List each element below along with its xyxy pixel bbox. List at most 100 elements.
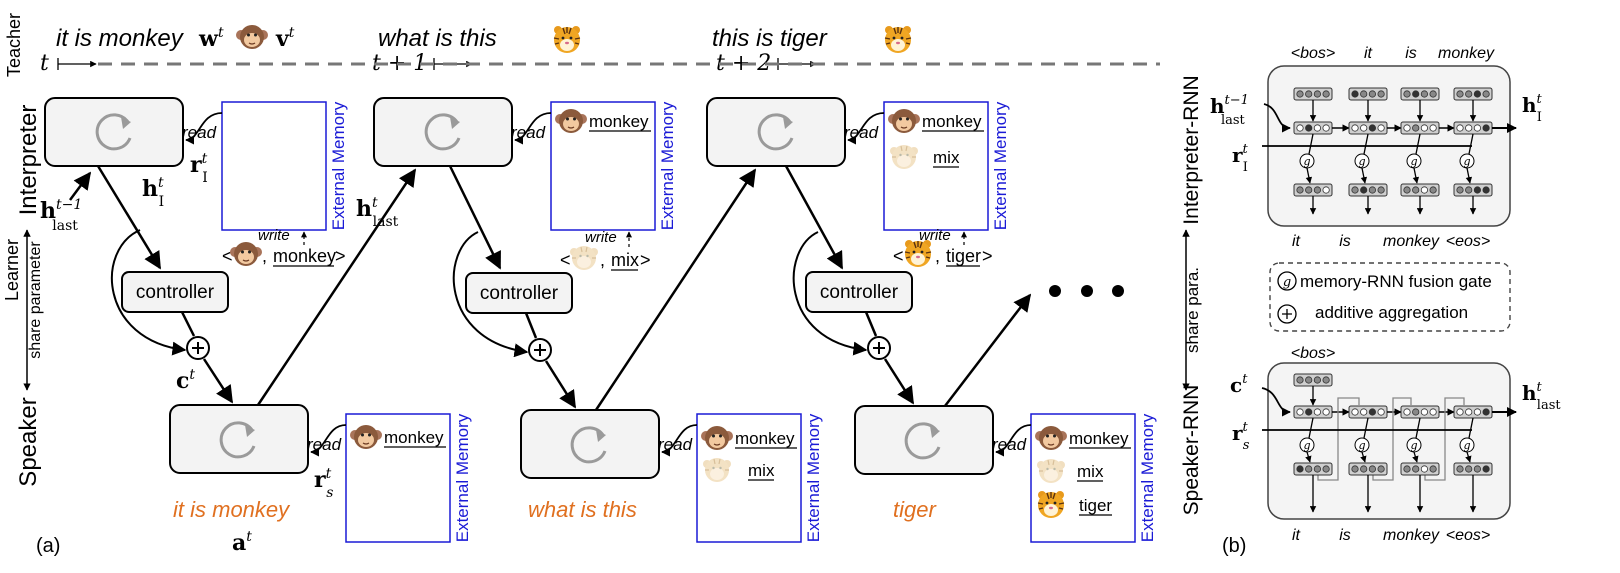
c-arrow — [883, 358, 915, 405]
cell-unit — [1305, 376, 1313, 384]
cell-unit — [1360, 408, 1368, 416]
cell-unit — [1482, 90, 1490, 98]
interpreter-side-label: Interpreter — [15, 105, 42, 216]
time-label-t: t — [40, 51, 49, 76]
cell-unit — [1456, 90, 1464, 98]
share-parameter-label: share parameter — [27, 241, 44, 359]
monkey-icon — [235, 24, 269, 50]
tiger-icon — [553, 25, 581, 54]
speaker-output-1: it is monkey — [173, 497, 291, 522]
gate-glyph: g — [1303, 439, 1310, 452]
controller-node — [805, 271, 913, 313]
cell-unit — [1412, 90, 1420, 98]
write-pair-sep: , — [262, 246, 267, 266]
speaker-node — [520, 409, 660, 479]
cell-unit — [1420, 465, 1429, 473]
read-arrow — [514, 112, 552, 145]
read-label: read — [182, 123, 217, 142]
cell-unit — [1368, 124, 1377, 132]
gate-glyph: g — [1463, 155, 1470, 168]
ellipsis-dot — [1049, 285, 1061, 297]
flow-arrow — [1465, 451, 1472, 463]
cell-to-gate — [1308, 417, 1314, 439]
cell-unit — [1322, 186, 1330, 194]
controller-label: controller — [136, 282, 215, 303]
cell-unit — [1305, 186, 1313, 194]
external-memory-label: External Memory — [804, 413, 823, 542]
cell-unit — [1313, 408, 1322, 416]
gate-legend-glyph: g — [1283, 275, 1291, 290]
write-pair-close: > — [640, 250, 651, 270]
cell-unit — [1296, 465, 1304, 473]
read-arrow — [661, 424, 698, 457]
external-memory-label: External Memory — [658, 101, 677, 230]
interp-output-token: monkey — [1383, 233, 1440, 250]
memory-word: mix — [748, 461, 775, 480]
plus-legend-glyph — [1282, 309, 1292, 319]
legend-add-text: additive aggregation — [1315, 303, 1468, 322]
cell-unit — [1377, 124, 1385, 132]
controller-to-plus — [180, 311, 196, 337]
cell-unit — [1313, 124, 1322, 132]
monkey-icon — [229, 241, 263, 267]
cell-unit — [1429, 124, 1437, 132]
cell-unit — [1403, 186, 1411, 194]
memory-word: monkey — [384, 428, 444, 447]
flow-arrow — [1412, 167, 1420, 184]
cell-unit — [1429, 186, 1437, 194]
cell-unit — [1351, 186, 1359, 194]
ellipsis-dot — [1112, 285, 1124, 297]
cell-unit — [1360, 465, 1368, 473]
interp-output-token: is — [1339, 233, 1351, 250]
h-last-arrow — [594, 168, 757, 411]
cell-unit — [1322, 376, 1330, 384]
interp-output-token: <eos> — [1446, 233, 1490, 250]
cell-unit — [1351, 465, 1359, 473]
write-pair-sep: , — [935, 246, 940, 266]
cell-unit — [1482, 124, 1490, 132]
external-memory-box — [221, 101, 327, 231]
external-memory-label: External Memory — [991, 101, 1010, 230]
memory-word: monkey — [589, 112, 649, 131]
cell-unit — [1482, 186, 1490, 194]
speaker-output-token: it — [1292, 527, 1301, 544]
read-label: read — [511, 123, 546, 142]
gate-glyph: g — [1358, 439, 1365, 452]
cell-unit — [1420, 124, 1429, 132]
cell-unit — [1368, 408, 1377, 416]
memory-word: monkey — [922, 112, 982, 131]
cell-unit — [1296, 90, 1304, 98]
learner-side-label: Learner — [2, 239, 22, 301]
cell-unit — [1473, 408, 1482, 416]
cell-unit — [1313, 186, 1322, 194]
write-label: write — [258, 227, 290, 244]
external-memory-label: External Memory — [1138, 413, 1157, 542]
gate-glyph: g — [1410, 439, 1417, 452]
write-pair-open: < — [222, 246, 233, 266]
speaker-output-token: <eos> — [1446, 527, 1490, 544]
cell-to-gate — [1415, 133, 1421, 155]
feedback-path — [1372, 397, 1412, 481]
read-arrow — [847, 112, 885, 145]
w-symbol: wt — [198, 25, 224, 52]
controller-node — [121, 271, 229, 313]
cell-unit — [1429, 408, 1437, 416]
cell-unit — [1360, 90, 1368, 98]
skip-arrow — [792, 231, 868, 356]
read-label: read — [307, 435, 342, 454]
cell-unit — [1351, 124, 1359, 132]
controller-label: controller — [480, 283, 559, 304]
cell-unit — [1412, 124, 1420, 132]
gate-glyph: g — [1303, 155, 1310, 168]
interpreter-rnn-label: Interpreter-RNN — [1180, 75, 1203, 224]
cell-unit — [1296, 376, 1304, 384]
cell-unit — [1482, 465, 1490, 473]
cell-unit — [1465, 124, 1473, 132]
